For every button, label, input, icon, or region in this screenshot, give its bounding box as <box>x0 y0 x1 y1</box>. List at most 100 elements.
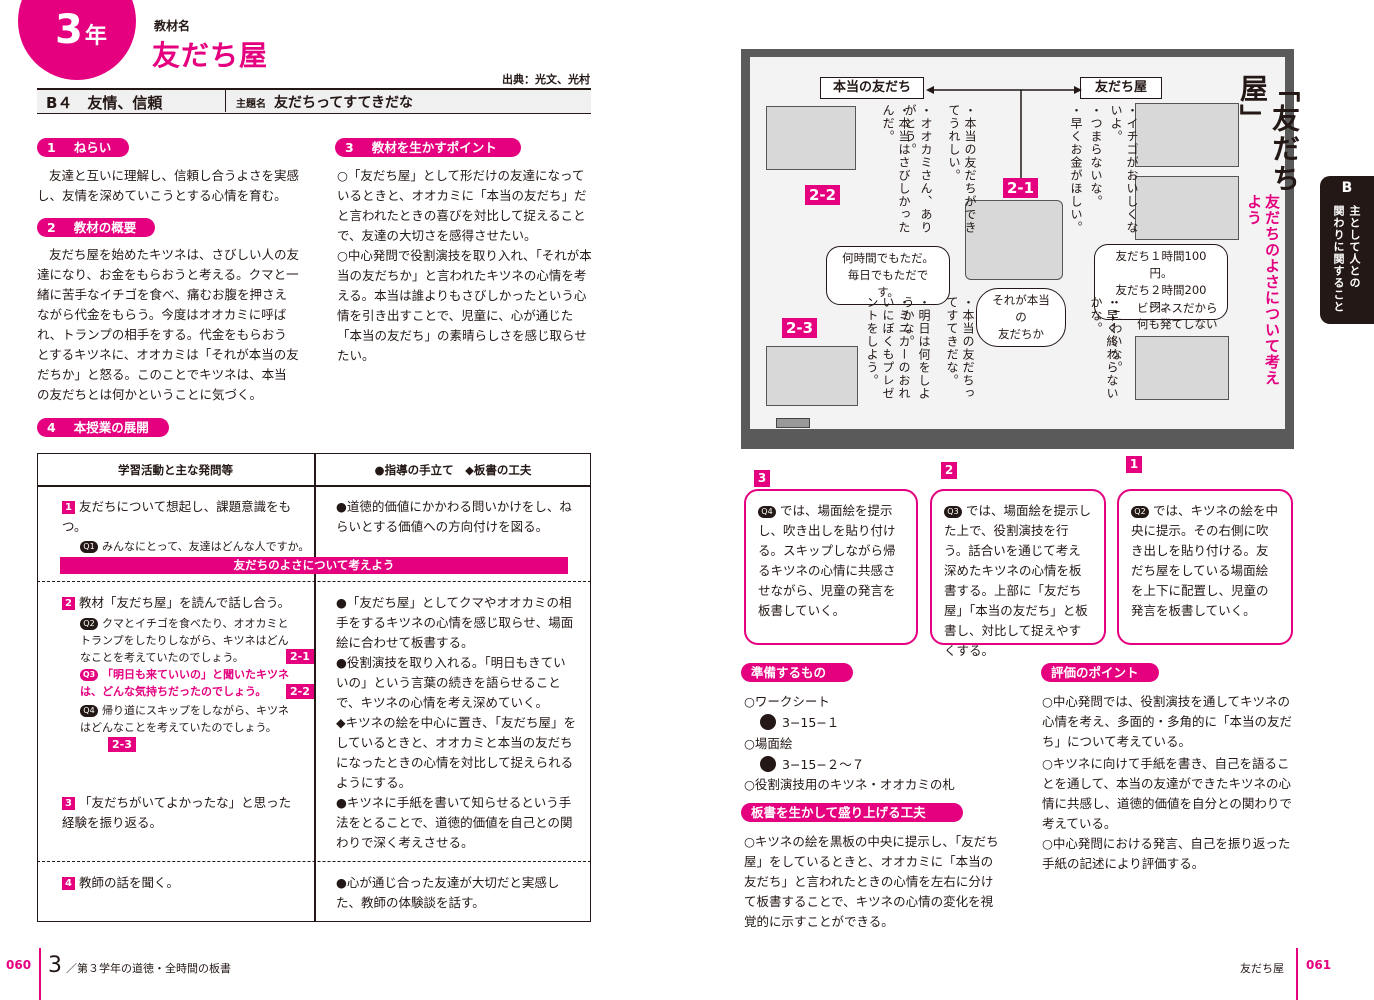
board-subtitle: 友だちのよさについて考えよう <box>1245 194 1281 386</box>
card-number: 1 <box>1126 456 1142 473</box>
prep-item: ○役割演技用のキツネ・オオカミの札 <box>744 777 955 792</box>
scene-image-cards <box>1135 336 1229 400</box>
table-header-activity: 学習活動と主な発問等 <box>118 463 233 477</box>
guidance-2b: ●役割演技を取り入れる。「明日もきていいの」という言葉の続きを語らせることで、キ… <box>336 655 566 710</box>
points-item: ○中心発問で役割演技を取り入れ、「それが本当の友だちか」と言われたキツネの心情を… <box>337 248 592 363</box>
board-note: ・本当はさびしかったんだ。 <box>881 104 911 234</box>
guidance-4: ●心が通じ合った友達が大切だと実感した、教師の体験談を話す。 <box>336 875 560 910</box>
activity-3: 3「友だちがいてよかったな」と思った経験を振り返る。 <box>62 795 292 830</box>
page-number-right: 061 <box>1306 958 1332 972</box>
label-true-friend: 本当の友だち <box>820 77 924 99</box>
speech-bubble-price: 友だち１時間100円。友だち２時間200円。 <box>1094 244 1228 320</box>
board-tips-text: ○キツネの絵を黒板の中央に提示し、「友だち屋」をしているときと、オオカミに「本当… <box>744 834 999 929</box>
eval-item: ○キツネに向けて手紙を書き、自己を語ることを通して、本当の友達ができたキツネの心… <box>1042 756 1292 831</box>
footer-chapter-number: 3 <box>48 953 62 978</box>
grade-label: 3年 <box>55 7 107 53</box>
card-number: 3 <box>754 470 770 487</box>
points-item: ○「友だち屋」として形だけの友達になっているときと、オオカミに「本当の友だち」だ… <box>337 168 587 243</box>
question-tag: Q2 <box>1131 506 1149 518</box>
prep-item: 3−15−２〜７ <box>760 755 864 775</box>
prep-item: ○ワークシート <box>744 694 830 709</box>
footer-chapter-text: ／第３学年の道徳・全時間の板書 <box>66 962 231 975</box>
card-number: 2 <box>941 462 957 479</box>
question-3: Q3「明日も来ていいの」と聞いたキツネは、どんな気持ちだったのでしょう。 <box>80 668 289 698</box>
question-tag: Q2 <box>80 618 98 630</box>
question-tag: Q1 <box>80 541 98 553</box>
board-note: ・オオカミさん、ありがとう。 <box>903 104 933 234</box>
table-row-divider <box>37 861 591 862</box>
board-note: ・こわいな。 <box>1109 296 1123 374</box>
page-number-left: 060 <box>6 958 32 972</box>
board-ref-2-2: 2-2 <box>286 684 314 699</box>
scene-image-skip <box>766 346 858 406</box>
scene-image-fox <box>965 200 1063 280</box>
speech-business: ビジネスだから何も発てしない <box>1137 301 1218 331</box>
chapter-side-tab <box>1320 176 1374 324</box>
board-tag-2-1: 2-1 <box>1003 178 1039 198</box>
board-tag-2-2: 2-2 <box>805 185 841 205</box>
side-tab-text: 関わりに関すること <box>1332 205 1345 313</box>
disc-icon <box>760 756 776 772</box>
board-note: ・本当の友だちってすてきだな。 <box>945 296 975 400</box>
question-tag: Q3 <box>80 669 98 681</box>
board-title: 「友だち屋」 <box>1236 74 1301 194</box>
theme-band: 友だちのよさについて考えよう <box>60 557 568 574</box>
aim-text: 友達と互いに理解し、信頼し合うよさを実感し、友情を深めていこうとする心情を育む。 <box>37 168 300 203</box>
board-note: ・早く終わらないかな。 <box>1089 296 1119 400</box>
theme-label: 主題名 <box>236 99 266 110</box>
table-divider <box>314 453 316 922</box>
board-note: ・ミニカーのおれいにぼくもプレゼントをしよう。 <box>865 296 911 400</box>
section-heading-board-tips: 板書を生かして盛り上げる工夫 <box>741 803 963 822</box>
theme-bar <box>37 88 591 114</box>
footer-title: 友だち屋 <box>1240 962 1284 975</box>
section-heading-evaluation: 評価のポイント <box>1041 663 1159 682</box>
table-divider <box>37 485 591 487</box>
theme-code: B４ 友情、信頼 <box>46 94 163 112</box>
label-friend-shop: 友だち屋 <box>1080 77 1162 99</box>
question-tag: Q4 <box>758 506 776 518</box>
scene-image-bear-strawberry <box>1135 176 1239 240</box>
scene-image-wolf <box>766 106 856 170</box>
theme-name: 友だちってすてきだな <box>274 95 414 111</box>
board-ref-2-1: 2-1 <box>286 649 314 664</box>
page-title: 友だち屋 <box>152 39 269 72</box>
material-label: 教材名 <box>154 19 191 33</box>
board-note: ・早くお金がほしい。 <box>1069 104 1083 234</box>
speech-bubble-wolf: それが本当の友だちか <box>976 288 1066 347</box>
guidance-1: ●道徳的価値にかかわる問いかけをし、ねらいとする価値への方向付けを図る。 <box>336 499 572 534</box>
disc-icon <box>760 714 776 730</box>
table-header-guidance: ●指導の手立て ◆板書の工夫 <box>374 463 532 477</box>
footer-divider <box>1296 948 1298 1000</box>
eval-item: ○中心発問では、役割演技を通してキツネの心情を考え、多面的・多角的に「本当の友だ… <box>1042 694 1293 749</box>
side-tab-letter: B <box>1341 180 1353 196</box>
divider <box>225 90 226 112</box>
board-note: ・本当の友だちができてうれしい。 <box>947 104 977 234</box>
prep-item: ○場面絵 <box>744 736 793 751</box>
board-note: ・イチゴがおいしくないよ。 <box>1109 104 1139 234</box>
section-heading-prep: 準備するもの <box>741 663 853 682</box>
prep-item: 3−15−１ <box>760 713 839 733</box>
step-number: 4 <box>62 877 75 890</box>
table-row-divider <box>37 581 591 582</box>
speech-bubble-free: 何時間でもただ。毎日でもただです。 <box>826 246 950 305</box>
summary-text: 友だち屋を始めたキツネは、さびしい人の友達になり、お金をもらおうと考える。クマと… <box>37 247 300 402</box>
eval-item: ○中心発問における発言、自己を振り返った手紙の記述により評価する。 <box>1042 836 1291 871</box>
step-number: 2 <box>62 597 75 610</box>
board-tag-2-3: 2-3 <box>782 318 818 338</box>
question-tag: Q4 <box>80 705 98 717</box>
board-note: ・つまらないな。 <box>1089 104 1103 208</box>
guidance-2c: ◆キツネの絵を中心に置き、「友だち屋」をしているときと、オオカミと本当の友だちに… <box>336 715 576 790</box>
